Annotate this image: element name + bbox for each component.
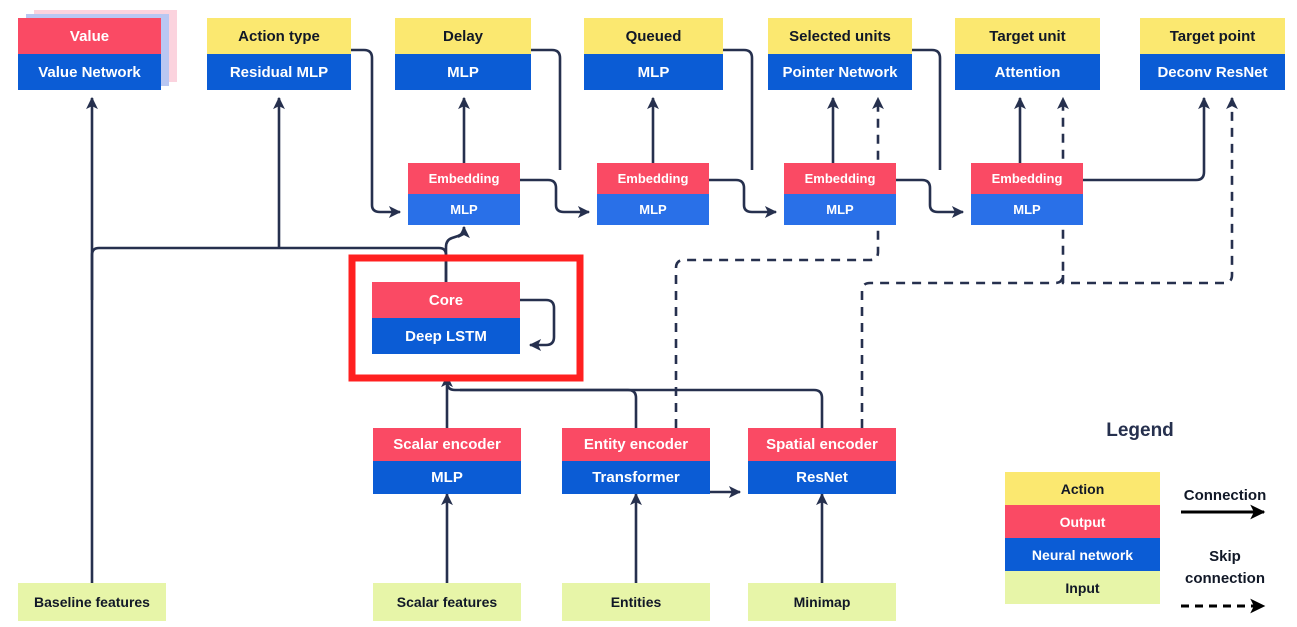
embedding-delay-top-label: Embedding bbox=[408, 163, 520, 194]
embedding-selected-units-bottom-label: MLP bbox=[784, 194, 896, 225]
head-target-point-action-label: Target point bbox=[1140, 18, 1285, 54]
core-highlight-box bbox=[348, 254, 584, 382]
head-value[interactable]: Value Value Network bbox=[18, 18, 161, 90]
embedding-queued-bottom-label: MLP bbox=[597, 194, 709, 225]
skip-spatial-to-deconv-resnet bbox=[1061, 96, 1238, 285]
encoder-spatial-bottom-label: ResNet bbox=[748, 461, 896, 494]
encoder-entity-bottom-label: Transformer bbox=[562, 461, 710, 494]
head-delay-action-label: Delay bbox=[395, 18, 531, 54]
edge-spatial-encoder-to-core-bus bbox=[460, 388, 824, 428]
head-queued-network-label: MLP bbox=[584, 54, 723, 90]
embedding-selected-units[interactable]: Embedding MLP bbox=[784, 163, 896, 225]
legend-skip-label-line1: Skip bbox=[1209, 548, 1241, 565]
embedding-target-unit-top-label: Embedding bbox=[971, 163, 1083, 194]
head-action-type[interactable]: Action type Residual MLP bbox=[207, 18, 351, 90]
edge-embedding-queued-to-embedding-selected bbox=[709, 178, 778, 218]
edge-core-to-embedding-delay bbox=[444, 225, 470, 282]
edge-entity-encoder-to-core bbox=[441, 374, 638, 428]
input-baseline-features[interactable]: Baseline features bbox=[18, 583, 166, 621]
head-target-unit-action-label: Target unit bbox=[955, 18, 1100, 54]
input-entities[interactable]: Entities bbox=[562, 583, 710, 621]
edge-selected-head-down bbox=[912, 48, 942, 170]
encoder-scalar-top-label: Scalar encoder bbox=[373, 428, 521, 461]
core-bottom-label: Deep LSTM bbox=[372, 318, 520, 354]
head-selected-units-action-label: Selected units bbox=[768, 18, 912, 54]
encoder-scalar-bottom-label: MLP bbox=[373, 461, 521, 494]
solid-connections bbox=[86, 48, 1210, 583]
edge-embedding-delay-to-embedding-queued bbox=[520, 178, 591, 218]
head-selected-units[interactable]: Selected units Pointer Network bbox=[768, 18, 912, 90]
encoder-entity-top-label: Entity encoder bbox=[562, 428, 710, 461]
head-queued-action-label: Queued bbox=[584, 18, 723, 54]
encoder-spatial[interactable]: Spatial encoder ResNet bbox=[748, 428, 896, 494]
legend-swatch-action: Action bbox=[1005, 472, 1160, 505]
edge-actiontype-to-embedding-delay bbox=[351, 48, 402, 218]
edge-queued-head-down bbox=[723, 48, 754, 170]
head-delay[interactable]: Delay MLP bbox=[395, 18, 531, 90]
input-scalar-features[interactable]: Scalar features bbox=[373, 583, 521, 621]
legend-swatch-input: Input bbox=[1005, 571, 1160, 604]
embedding-selected-units-top-label: Embedding bbox=[784, 163, 896, 194]
head-target-point[interactable]: Target point Deconv ResNet bbox=[1140, 18, 1285, 90]
core-top-label: Core bbox=[372, 282, 520, 318]
legend-swatch-output: Output bbox=[1005, 505, 1160, 538]
head-value-action-label: Value bbox=[18, 18, 161, 54]
legend-skip-label-line2: connection bbox=[1184, 570, 1265, 587]
skip-connections bbox=[674, 96, 1238, 428]
legend-connection-label: Connection bbox=[1183, 487, 1267, 504]
head-action-type-network-label: Residual MLP bbox=[207, 54, 351, 90]
legend-title: Legend bbox=[1106, 420, 1174, 441]
core-block[interactable]: Core Deep LSTM bbox=[372, 282, 520, 354]
legend-swatches: Action Output Neural network Input bbox=[1005, 472, 1160, 604]
edge-core-self-loop bbox=[520, 298, 556, 351]
encoder-entity[interactable]: Entity encoder Transformer bbox=[562, 428, 710, 494]
legend-swatch-neural-network: Neural network bbox=[1005, 538, 1160, 571]
head-target-unit-network-label: Attention bbox=[955, 54, 1100, 90]
embedding-queued-top-label: Embedding bbox=[597, 163, 709, 194]
head-queued[interactable]: Queued MLP bbox=[584, 18, 723, 90]
skip-to-attention bbox=[860, 96, 1069, 428]
embedding-queued[interactable]: Embedding MLP bbox=[597, 163, 709, 225]
head-target-unit[interactable]: Target unit Attention bbox=[955, 18, 1100, 90]
embedding-target-unit-bottom-label: MLP bbox=[971, 194, 1083, 225]
legend-arrows bbox=[1181, 504, 1266, 614]
edge-delay-head-down bbox=[531, 48, 562, 170]
head-action-type-action-label: Action type bbox=[207, 18, 351, 54]
head-selected-units-network-label: Pointer Network bbox=[768, 54, 912, 90]
edge-embedding-to-target-point-head bbox=[1083, 96, 1210, 182]
encoder-scalar[interactable]: Scalar encoder MLP bbox=[373, 428, 521, 494]
embedding-delay-bottom-label: MLP bbox=[408, 194, 520, 225]
embedding-target-unit[interactable]: Embedding MLP bbox=[971, 163, 1083, 225]
input-minimap[interactable]: Minimap bbox=[748, 583, 896, 621]
embedding-delay[interactable]: Embedding MLP bbox=[408, 163, 520, 225]
head-value-network-label: Value Network bbox=[18, 54, 161, 90]
head-delay-network-label: MLP bbox=[395, 54, 531, 90]
head-target-point-network-label: Deconv ResNet bbox=[1140, 54, 1285, 90]
encoder-spatial-top-label: Spatial encoder bbox=[748, 428, 896, 461]
edge-embedding-selected-to-embedding-target-unit bbox=[896, 178, 965, 218]
skip-entity-to-pointer-network bbox=[674, 96, 884, 428]
